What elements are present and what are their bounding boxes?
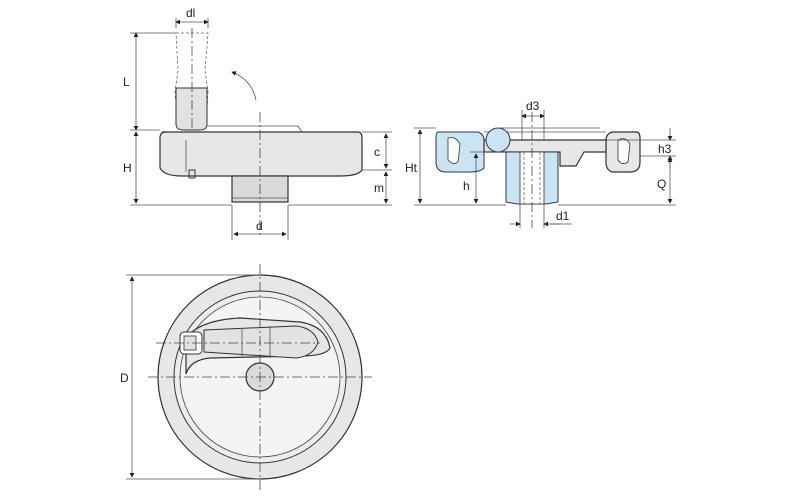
- dim-label-d1: d1: [556, 209, 570, 223]
- dim-label-m: m: [374, 181, 384, 195]
- handle-top: [203, 325, 319, 359]
- rotation-arrow: [231, 71, 257, 101]
- top-view: D: [120, 264, 372, 492]
- dim-label-h: h: [463, 179, 470, 193]
- dim-label-Ht: Ht: [405, 161, 418, 175]
- dim-label-D: D: [120, 371, 129, 385]
- dim-label-d: d: [256, 219, 263, 233]
- dim-label-c: c: [374, 145, 380, 159]
- dim-label-H: H: [123, 161, 132, 175]
- section-view: d3 Ht h h3 Q d1: [405, 99, 676, 228]
- dim-label-dl: dl: [186, 6, 195, 20]
- folding-handle-upright: [174, 28, 209, 132]
- dim-label-L: L: [123, 75, 130, 89]
- wheel-rim-side: [159, 131, 363, 177]
- pin-section: [485, 127, 511, 153]
- dim-label-h3: h3: [658, 142, 672, 156]
- dim-label-d3: d3: [526, 99, 540, 113]
- dim-label-Q: Q: [657, 177, 666, 191]
- side-view: dl L H c m d: [123, 6, 392, 240]
